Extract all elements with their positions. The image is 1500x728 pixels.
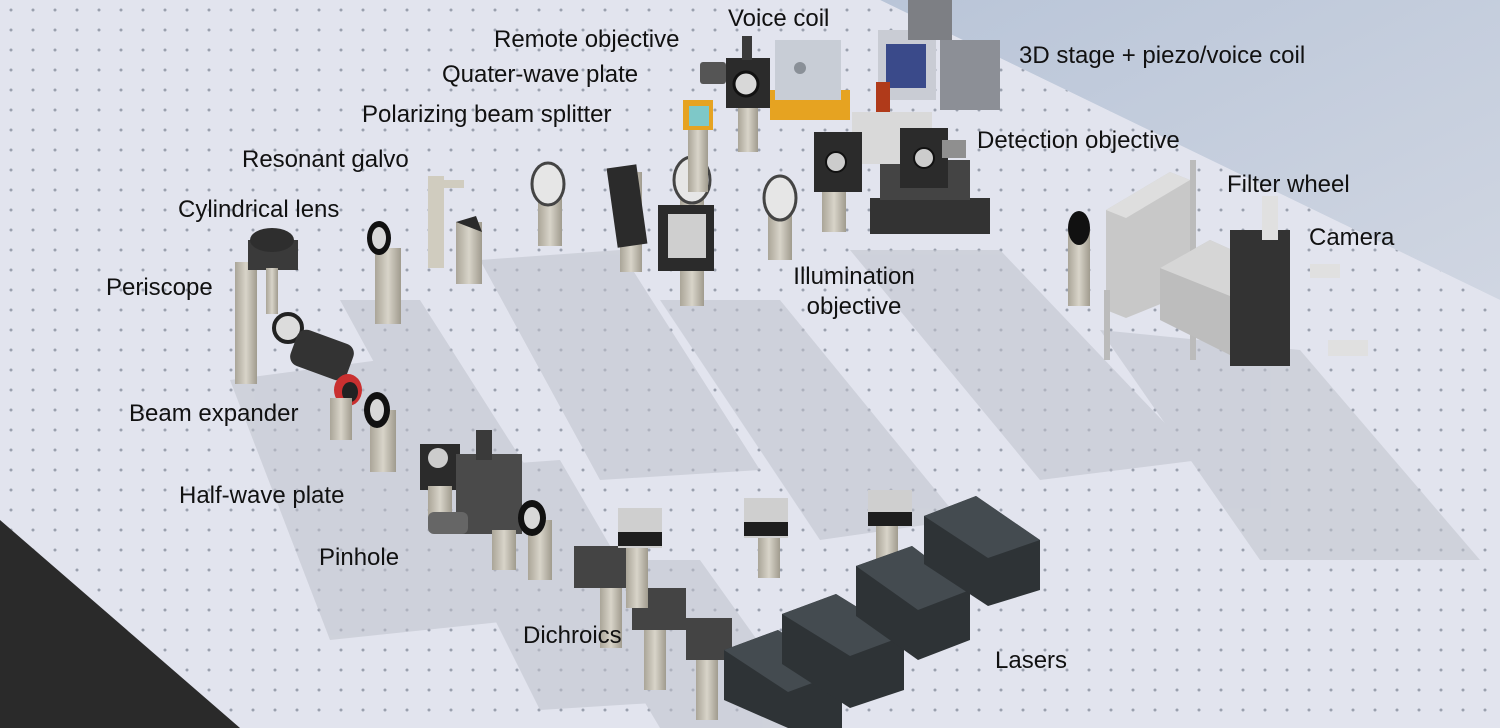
- label-lasers: Lasers: [995, 647, 1068, 674]
- label-illumination-objective-line2: objective: [806, 293, 902, 320]
- label-voice-coil: Voice coil: [728, 5, 830, 32]
- beam-expander: [290, 329, 362, 440]
- dichroic-mounts: [574, 546, 732, 720]
- voice-coil: [770, 40, 850, 120]
- label-resonant-galvo: Resonant galvo: [242, 146, 409, 173]
- label-polarizing-beam-splitter: Polarizing beam splitter: [362, 101, 612, 128]
- label-quarter-wave-plate: Quater-wave plate: [442, 61, 639, 88]
- label-pinhole: Pinhole: [319, 544, 400, 571]
- quarter-wave-plate: [726, 58, 770, 152]
- label-detection-objective: Detection objective: [977, 127, 1180, 154]
- label-remote-objective: Remote objective: [494, 26, 680, 53]
- detection-objective: [900, 128, 966, 188]
- remote-objective: [700, 36, 752, 84]
- cylindrical-lens: [367, 221, 401, 324]
- mirror-3: [762, 174, 798, 260]
- label-cylindrical-lens: Cylindrical lens: [178, 196, 340, 223]
- table-edge-corner: [0, 520, 240, 728]
- label-3d-stage: 3D stage + piezo/voice coil: [1019, 42, 1306, 69]
- label-dichroics: Dichroics: [523, 622, 622, 649]
- polarizing-beam-splitter: [683, 100, 713, 192]
- label-periscope: Periscope: [106, 274, 213, 301]
- mirror-1: [530, 161, 566, 246]
- label-half-wave-plate: Half-wave plate: [179, 482, 345, 509]
- periscope: [235, 228, 304, 384]
- label-illumination-objective-line1: Illumination: [793, 263, 915, 290]
- illumination-objective: [814, 132, 862, 232]
- label-filter-wheel: Filter wheel: [1227, 171, 1350, 198]
- label-illumination-objective: Illumination objective: [784, 264, 924, 320]
- pinhole: [428, 430, 552, 580]
- camera-housing: [1160, 196, 1368, 366]
- laser-4: [924, 496, 1040, 606]
- laser-steering-mounts: [618, 490, 912, 608]
- scan-mirror-mount: [606, 164, 714, 272]
- label-beam-expander: Beam expander: [129, 400, 299, 427]
- resonant-galvo: [428, 176, 482, 284]
- label-camera: Camera: [1309, 224, 1395, 251]
